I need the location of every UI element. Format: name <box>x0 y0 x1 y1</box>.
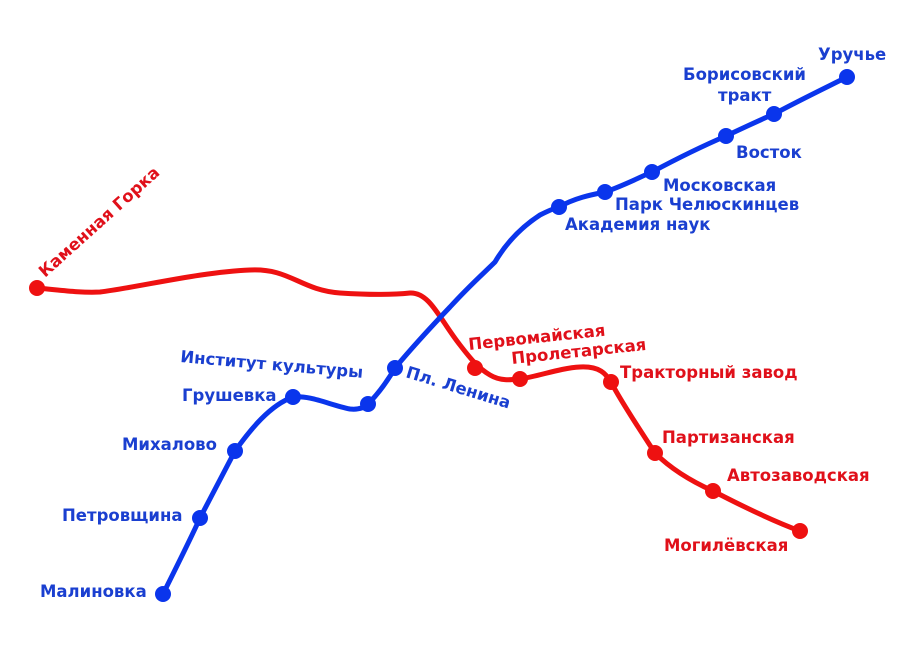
station-label-borisovsky-1: Борисовский <box>683 65 806 84</box>
station-dot-moskovskaya[interactable] <box>644 164 660 180</box>
station-dot-petrovshchina[interactable] <box>192 510 208 526</box>
station-dot-malinovka[interactable] <box>155 586 171 602</box>
station-label-mikhalovo: Михалово <box>122 435 217 454</box>
station-label-vostok: Восток <box>736 143 802 162</box>
station-dot-uruchye[interactable] <box>839 69 855 85</box>
station-dot-borisovsky[interactable] <box>766 106 782 122</box>
station-dot-akademiya[interactable] <box>551 199 567 215</box>
station-label-uruchye: Уручье <box>818 45 886 64</box>
station-label-malinovka: Малиновка <box>40 582 147 601</box>
station-dot-vostok[interactable] <box>718 128 734 144</box>
station-label-moskovskaya: Московская <box>663 176 776 195</box>
station-label-grushevka: Грушевка <box>182 386 277 405</box>
station-dot-avtozavodskaya[interactable] <box>705 483 721 499</box>
station-label-petrovshchina: Петровщина <box>62 506 183 525</box>
station-label-park: Парк Челюскинцев <box>615 195 799 214</box>
station-dot-pervomayskaya[interactable] <box>467 360 483 376</box>
station-label-partizanskaya: Партизанская <box>662 428 795 447</box>
station-label-akademiya: Академия наук <box>565 215 711 234</box>
blue-line-path <box>160 74 850 597</box>
station-dot-mikhalovo[interactable] <box>227 443 243 459</box>
station-dot-grushevka[interactable] <box>285 389 301 405</box>
station-dot-kamennaya[interactable] <box>29 280 45 296</box>
station-dot-traktorny[interactable] <box>603 374 619 390</box>
station-dot-institut[interactable] <box>360 396 376 412</box>
station-dot-pl-lenina[interactable] <box>387 360 403 376</box>
station-dot-partizanskaya[interactable] <box>647 445 663 461</box>
station-dot-park[interactable] <box>597 184 613 200</box>
station-label-traktorny: Тракторный завод <box>620 363 798 382</box>
station-label-borisovsky-2: тракт <box>718 86 772 105</box>
station-dot-mogilevskaya[interactable] <box>792 523 808 539</box>
station-label-mogilevskaya: Могилёвская <box>664 536 788 555</box>
station-label-avtozavodskaya: Автозаводская <box>727 466 870 485</box>
station-dot-proletarskaya[interactable] <box>512 371 528 387</box>
